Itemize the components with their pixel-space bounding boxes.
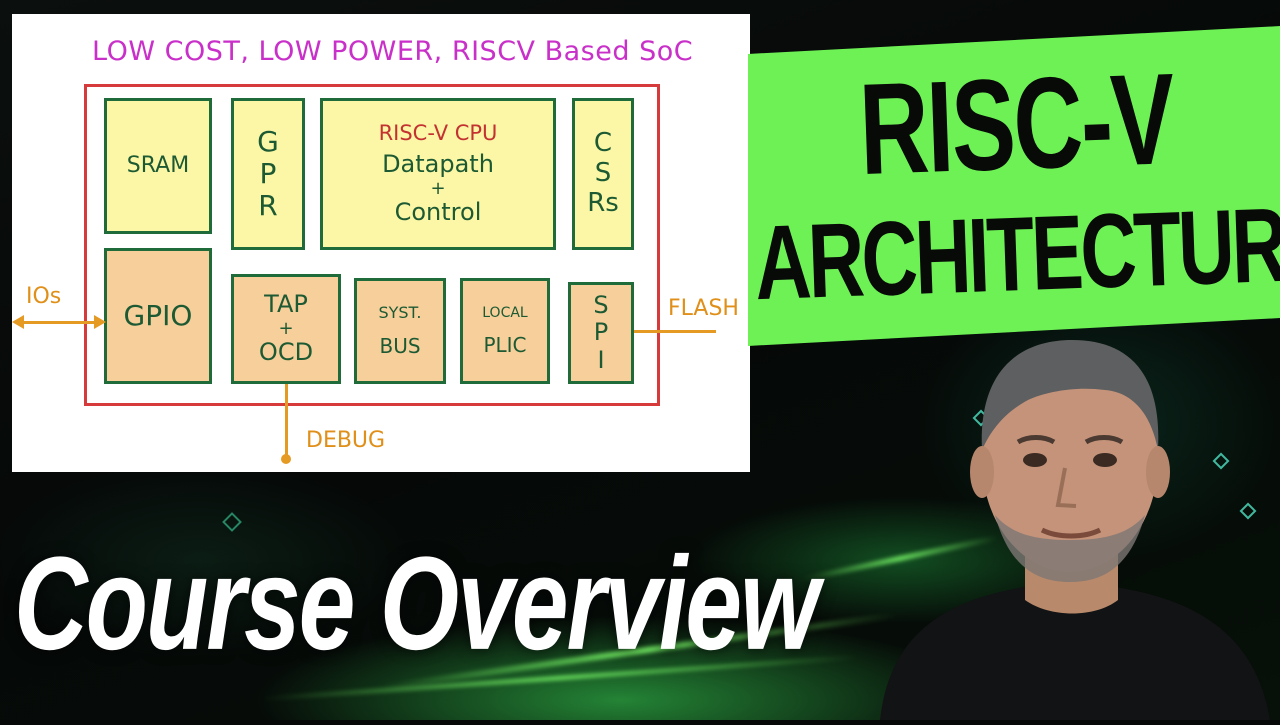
gpr-letter: R bbox=[258, 189, 278, 223]
spi-block: S P I bbox=[568, 282, 634, 384]
gpio-label: GPIO bbox=[123, 298, 193, 332]
plic-line1: LOCAL bbox=[482, 305, 528, 322]
sysbus-line1: SYST. bbox=[378, 303, 422, 323]
tap-ocd-block: TAP + OCD bbox=[231, 274, 341, 384]
soc-boundary bbox=[84, 84, 660, 406]
cpu-control: Control bbox=[394, 198, 482, 227]
flash-connection-line bbox=[634, 330, 716, 333]
ios-label: IOs bbox=[26, 284, 62, 309]
tap-plus: + bbox=[278, 317, 294, 339]
arrow-right-icon bbox=[94, 315, 106, 329]
flash-label: FLASH bbox=[668, 296, 739, 321]
course-overview-title: Course Overview bbox=[14, 529, 819, 678]
gpr-block: G P R bbox=[231, 98, 305, 250]
banner-line1: RISC-V bbox=[857, 47, 1176, 203]
ocd-label: OCD bbox=[258, 338, 314, 367]
system-bus-block: SYST. BUS bbox=[354, 278, 446, 384]
gpr-letter: G bbox=[257, 124, 279, 158]
presenter-figure bbox=[880, 340, 1270, 720]
tap-label: TAP bbox=[264, 290, 308, 319]
debug-label: DEBUG bbox=[306, 428, 386, 453]
sram-label: SRAM bbox=[126, 153, 190, 179]
plic-line2: PLIC bbox=[483, 332, 527, 357]
csrs-block: C S Rs bbox=[572, 98, 634, 250]
arrow-left-icon bbox=[12, 315, 24, 329]
spi-letter: P bbox=[593, 318, 609, 347]
cpu-plus: + bbox=[430, 177, 446, 199]
csrs-letter: C bbox=[593, 128, 613, 159]
cpu-title: RISC-V CPU bbox=[378, 120, 498, 145]
soc-diagram: LOW COST, LOW POWER, RISCV Based SoC SRA… bbox=[12, 14, 750, 472]
diagram-title: LOW COST, LOW POWER, RISCV Based SoC bbox=[92, 36, 694, 67]
csrs-letter: Rs bbox=[587, 187, 619, 218]
debug-connection-line bbox=[285, 384, 288, 460]
spi-letter: I bbox=[597, 345, 605, 374]
cpu-datapath: Datapath bbox=[382, 150, 494, 179]
sysbus-line2: BUS bbox=[379, 333, 421, 358]
ios-connection-line bbox=[16, 321, 102, 324]
cpu-block: RISC-V CPU Datapath + Control bbox=[320, 98, 556, 250]
gpr-letter: P bbox=[259, 156, 277, 190]
gpio-block: GPIO bbox=[104, 248, 212, 384]
plic-block: LOCAL PLIC bbox=[460, 278, 550, 384]
debug-dot-icon bbox=[281, 454, 291, 464]
spi-letter: S bbox=[593, 290, 609, 319]
sram-block: SRAM bbox=[104, 98, 212, 234]
banner-title: RISC-V ARCHITECTURE bbox=[748, 47, 1280, 323]
csrs-letter: S bbox=[594, 158, 612, 189]
presenter-photo bbox=[860, 300, 1280, 720]
banner-line2: ARCHITECTURE bbox=[752, 183, 1280, 323]
